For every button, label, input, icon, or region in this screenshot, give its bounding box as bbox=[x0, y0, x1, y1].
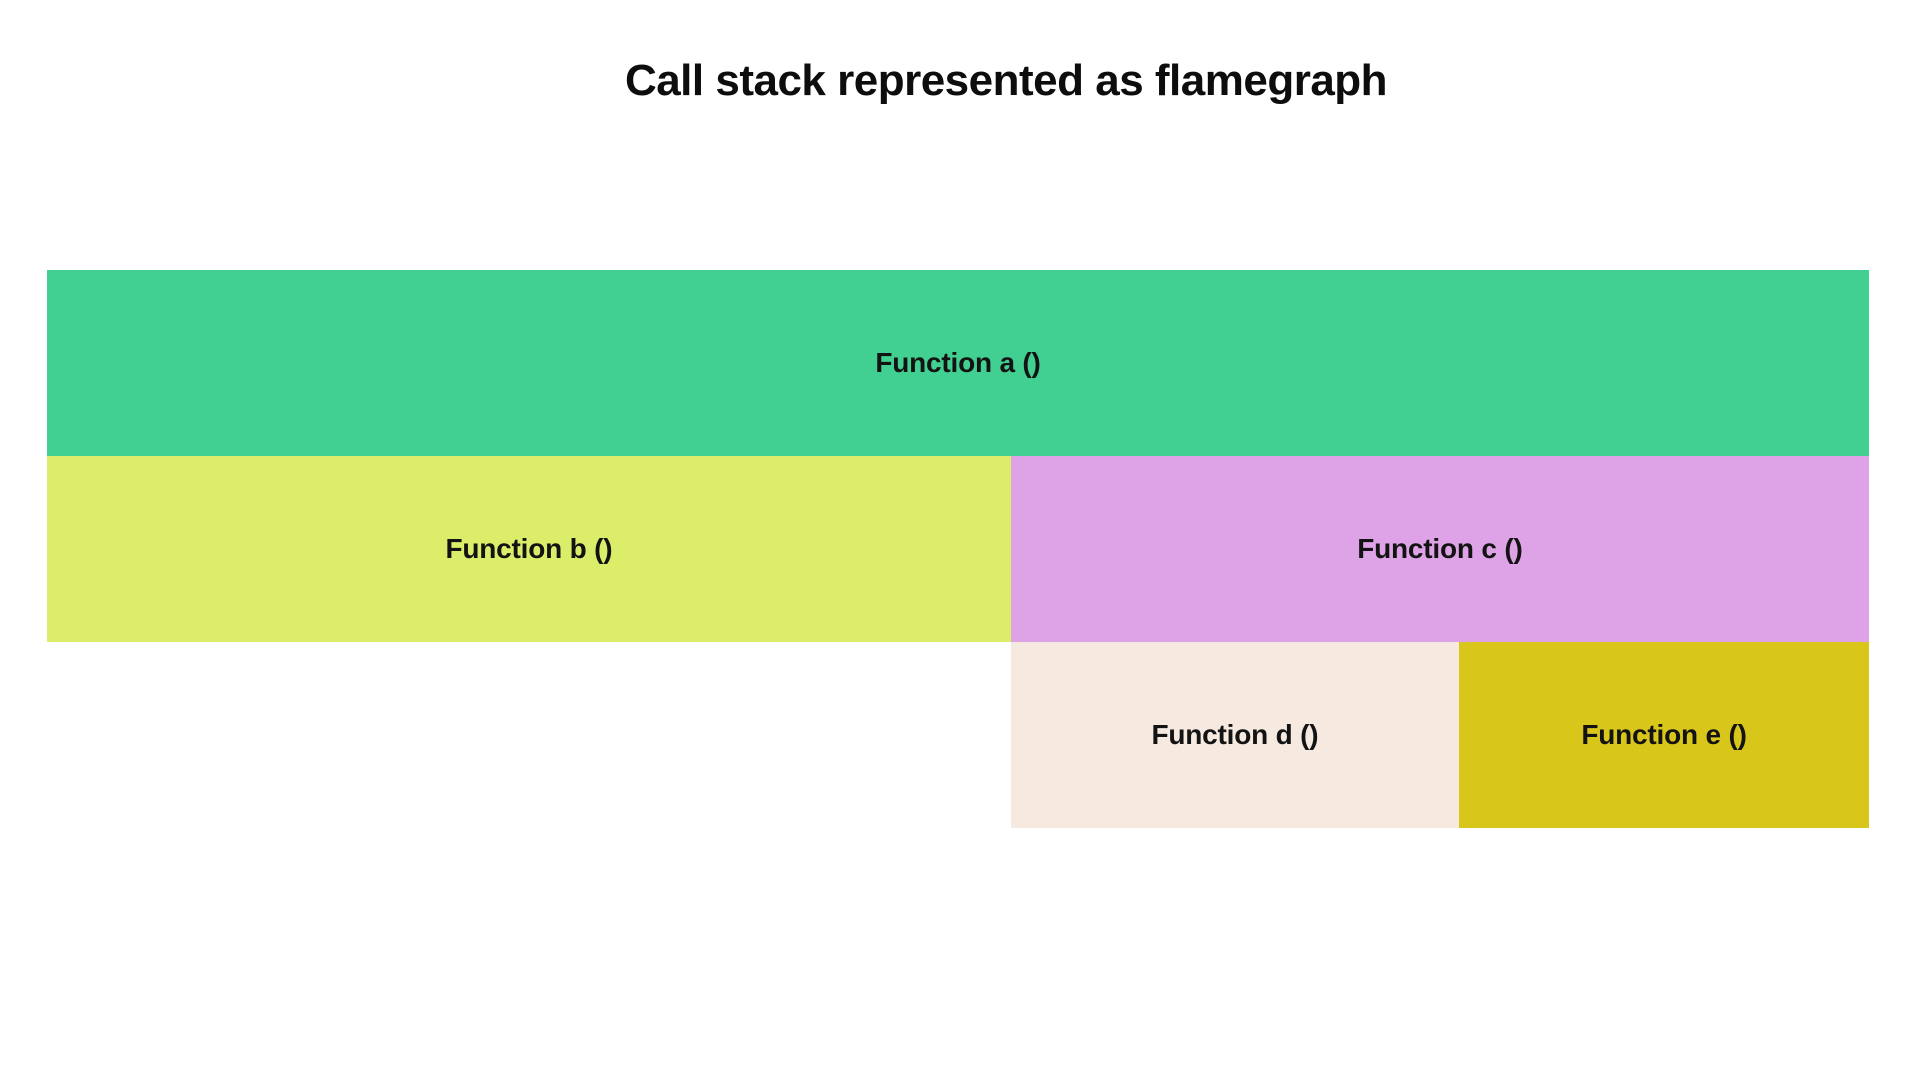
frame-label: Function b () bbox=[445, 533, 613, 564]
flamegraph-frame-function-e: Function e () bbox=[1459, 642, 1869, 828]
page-title: Call stack represented as flamegraph bbox=[624, 56, 1388, 105]
flamegraph-frame-function-d: Function d () bbox=[1010, 642, 1460, 828]
flamegraph: Function a () Function b () Function c (… bbox=[47, 270, 1869, 828]
frame-label: Function a () bbox=[875, 347, 1041, 378]
frame-label: Function e () bbox=[1581, 719, 1747, 750]
flamegraph-frame-function-b: Function b () bbox=[47, 456, 1011, 642]
flamegraph-frame-function-a: Function a () bbox=[47, 270, 1869, 456]
frame-label: Function c () bbox=[1357, 533, 1523, 564]
frame-label: Function d () bbox=[1151, 719, 1319, 750]
flamegraph-frame-function-c: Function c () bbox=[1010, 456, 1869, 642]
